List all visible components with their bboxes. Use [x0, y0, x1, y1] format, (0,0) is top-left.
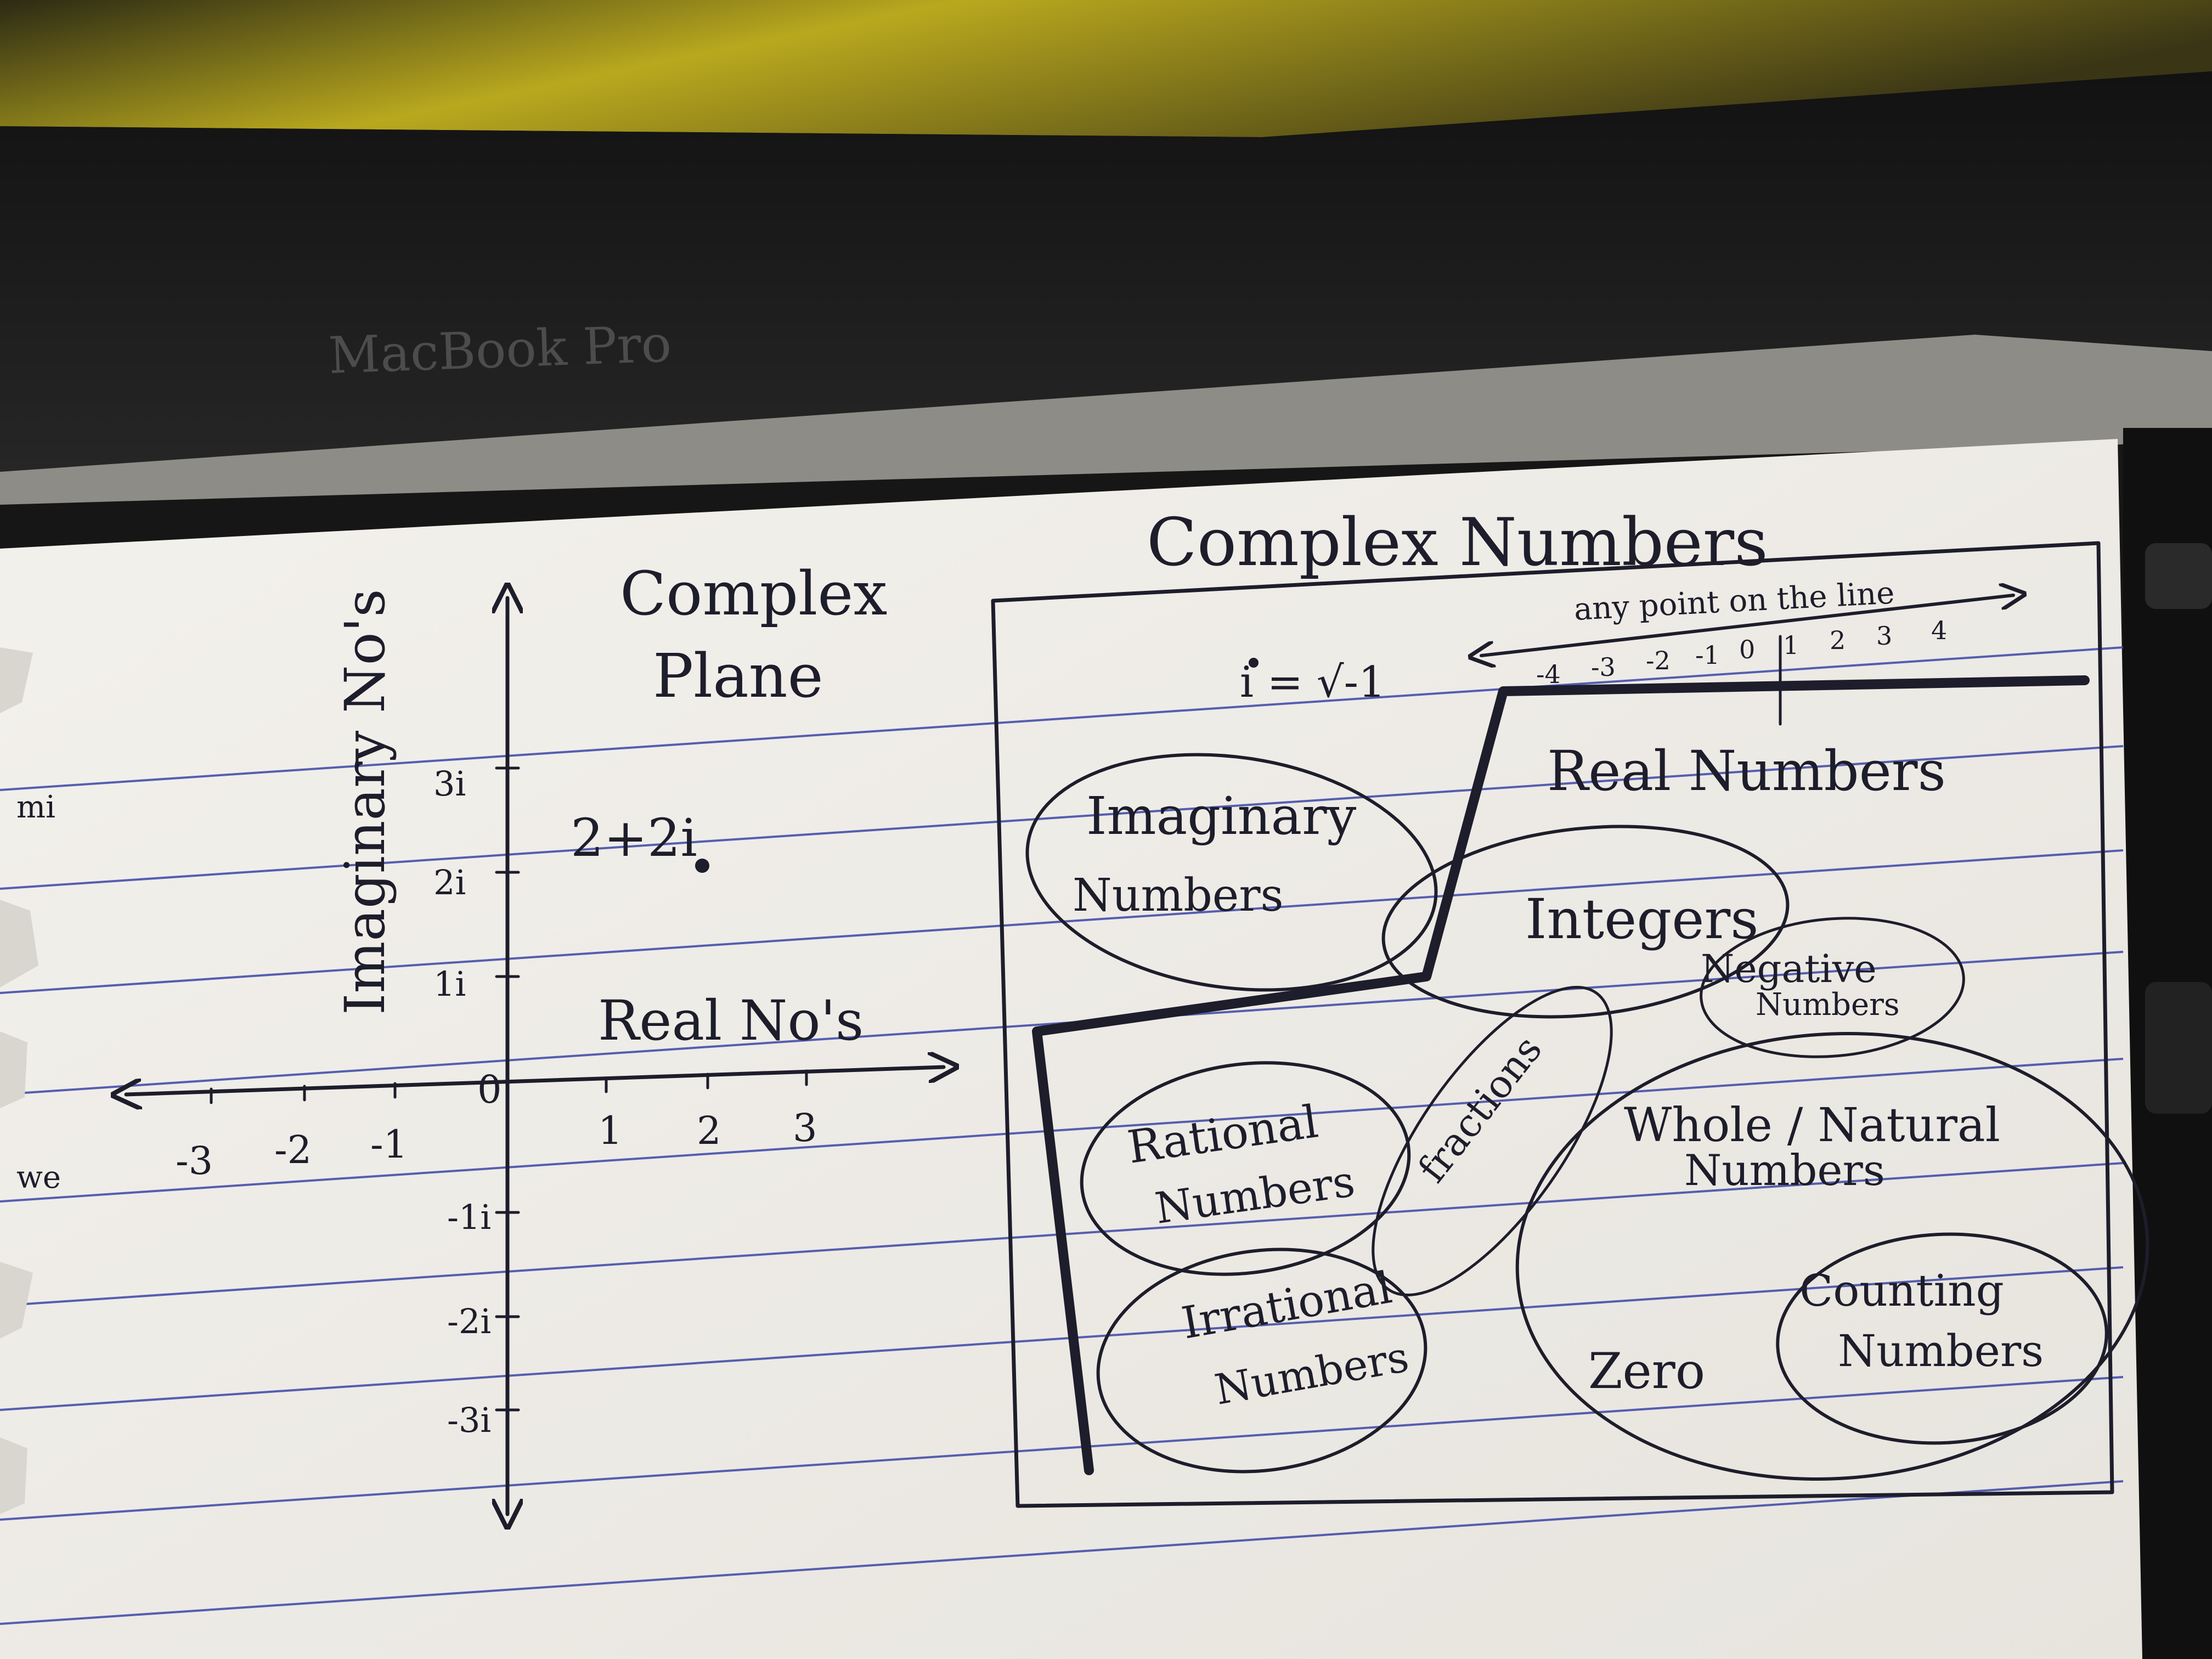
counting-numbers-label: Numbers: [1838, 1325, 2044, 1376]
whole-natural-numbers-ellipse: [1515, 1032, 2149, 1481]
torn-edge: [0, 647, 38, 1514]
number-line-tick-label: 4: [1931, 616, 1947, 645]
number-line-tick-label: -2: [1646, 646, 1671, 675]
complex-plane-diagram: Complex Plane Real No's Imaginary No's 0…: [126, 558, 944, 1514]
ruled-line: [0, 1058, 2124, 1203]
negative-numbers-label: Negative: [1701, 946, 1877, 991]
imaginary-tick-label: -3i: [447, 1400, 491, 1440]
i-dot: [1249, 658, 1259, 668]
fractions-ellipse: [1372, 986, 1613, 1296]
number-line: [1481, 595, 2013, 656]
complex-numbers-title: Complex Numbers: [1147, 505, 1768, 581]
number-line-tick-label: 0: [1739, 635, 1755, 664]
ruled-line: [0, 1266, 2124, 1411]
real-tick-label: -1: [370, 1122, 408, 1167]
plane-title-line1: Complex: [620, 558, 887, 629]
negative-numbers-ellipse: [1700, 917, 1965, 1058]
whole-natural-numbers-label: Whole / Natural: [1624, 1098, 2000, 1153]
imaginary-tick-label: -2i: [447, 1301, 491, 1341]
number-line-tick-label: 3: [1876, 621, 1892, 651]
real-tick-label: -2: [274, 1127, 312, 1172]
ruled-line: [0, 646, 2124, 791]
ruled-line: [0, 1376, 2124, 1521]
touchbar-key: [2145, 543, 2212, 609]
imaginary-tick-label: 3i: [433, 764, 466, 804]
complex-numbers-box: [991, 541, 2114, 1508]
integers-label: Integers: [1525, 887, 1759, 951]
plane-title-line2: Plane: [653, 641, 823, 711]
imaginary-tick-label: 1i: [433, 964, 466, 1004]
number-line-tick-label: 2: [1830, 625, 1846, 655]
zero-label: Zero: [1588, 1342, 1705, 1400]
number-line-ticks: -4 -3 -2 -1 0 1 2 3 4: [1536, 616, 1947, 689]
imaginary-axis-label: Imaginary No's: [333, 589, 397, 1015]
integers-ellipse: [1381, 825, 1790, 1019]
counting-numbers-label: Counting: [1799, 1265, 2004, 1316]
real-tick-group: -3 -2 -1 1 2 3: [176, 1069, 817, 1183]
imaginary-numbers-label: Numbers: [1073, 870, 1284, 922]
whole-natural-numbers-label: Numbers: [1684, 1146, 1885, 1195]
imaginary-numbers-ellipse: [1025, 753, 1438, 992]
origin-label: 0: [477, 1067, 502, 1112]
real-numbers-label: Real Numbers: [1547, 739, 1946, 803]
laptop-brand-text: MacBook Pro: [328, 314, 673, 385]
imaginary-tick-group: 3i 2i 1i -1i -2i -3i: [433, 764, 520, 1440]
margin-scrap-text: we: [16, 1160, 61, 1195]
point-2-plus-2i: [695, 859, 709, 873]
ruled-line: [0, 1480, 2124, 1625]
imaginary-tick-label: 2i: [433, 862, 466, 902]
real-tick-label: 2: [697, 1108, 721, 1153]
laptop-lid: [0, 71, 2212, 472]
margin-scrap-text: mi: [16, 789, 55, 825]
imaginary-numbers-label: Imaginary: [1086, 786, 1357, 847]
number-line-tick-label: -3: [1591, 652, 1616, 682]
real-tick-label: 3: [793, 1105, 817, 1150]
i-definition: i = √-1: [1240, 658, 1386, 707]
number-line-tick-label: 1: [1783, 630, 1799, 660]
real-tick-label: 1: [598, 1108, 623, 1153]
irrational-numbers-ellipse: [1096, 1248, 1427, 1474]
counting-numbers-ellipse: [1776, 1232, 2108, 1445]
desk-surface: [0, 0, 2212, 137]
keyboard-key: [2145, 982, 2212, 1114]
real-axis-label: Real No's: [598, 989, 864, 1053]
real-tick-label: -3: [176, 1138, 213, 1183]
laptop-body: [0, 335, 2212, 505]
number-line-tick-label: -4: [1536, 659, 1561, 689]
negative-numbers-label: Numbers: [1756, 987, 1900, 1023]
notebook-page: mi we: [0, 439, 2142, 1659]
imaginary-tick-label: -1i: [447, 1197, 491, 1237]
real-numbers-boundary: [1032, 675, 2090, 1475]
paper-sheet: [0, 439, 2142, 1659]
number-line-tick-label: -1: [1695, 640, 1720, 670]
ruled-line: [0, 745, 2124, 890]
point-label: 2+2i: [571, 808, 697, 868]
rational-numbers-ellipse: [1080, 1061, 1411, 1276]
